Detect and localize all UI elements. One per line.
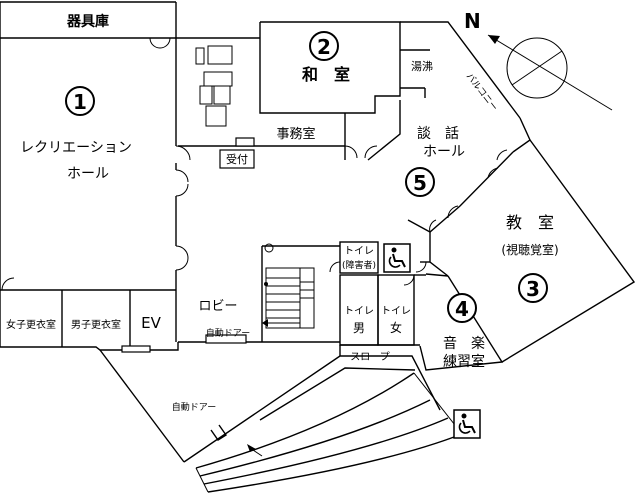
music-room-label-2: 練習室 — [443, 353, 485, 370]
reception-label: 受付 — [226, 153, 248, 166]
classroom-label: 教 室 — [506, 213, 554, 232]
room-number-4: 4 — [447, 293, 477, 323]
auto-door-inner-label: 自動ドアー — [206, 327, 250, 339]
wheelchair-icon — [453, 409, 481, 439]
svg-text:1: 1 — [73, 90, 87, 114]
dankan-hall-label-2: ホール — [423, 144, 465, 160]
yuwakashi-label: 湯沸 — [411, 60, 433, 73]
outdoor-ramp — [195, 372, 463, 493]
compass-north-label: N — [464, 9, 481, 33]
svg-text:3: 3 — [526, 277, 540, 301]
furniture — [195, 45, 255, 344]
music-room-label: 音 楽 — [443, 335, 485, 352]
north-arrow-icon: N — [464, 9, 613, 111]
door-arcs — [1, 37, 508, 291]
balcony-label: バルコニー — [464, 71, 500, 113]
wheelchair-icon — [383, 243, 411, 273]
recreation-hall-label: レクリエーション — [20, 140, 132, 156]
svg-text:4: 4 — [455, 297, 469, 321]
ev-label: EV — [141, 314, 161, 332]
lobby-label: ロビー — [198, 299, 237, 314]
dankan-hall-label: 談 話 — [417, 125, 459, 142]
classroom-sub-label: (視聴覚室) — [501, 242, 558, 257]
auto-door-outer-label: 自動ドアー — [172, 401, 216, 413]
building-walls — [0, 1, 635, 463]
accessible-toilet-label: トイレ — [344, 246, 374, 257]
recreation-hall-label-2: ホール — [67, 166, 109, 182]
office-label: 事務室 — [276, 126, 315, 142]
mens-toilet-label-2: 男 — [353, 321, 365, 335]
womens-changing-label: 女子更衣室 — [6, 318, 56, 331]
room-number-5: 5 — [405, 167, 435, 197]
svg-text:2: 2 — [317, 35, 331, 59]
womens-toilet-label: トイレ — [381, 306, 411, 317]
svg-text:5: 5 — [413, 171, 427, 195]
accessible-toilet-label-2: (障害者) — [342, 259, 376, 271]
room-number-1: 1 — [65, 86, 95, 116]
mens-changing-label: 男子更衣室 — [71, 318, 121, 331]
womens-toilet-label-2: 女 — [390, 320, 402, 335]
washitsu-label: 和 室 — [302, 65, 350, 84]
slope-label: スロープ — [350, 351, 389, 363]
room-number-2: 2 — [309, 31, 339, 61]
room-number-3: 3 — [518, 273, 548, 303]
storage-label: 器具庫 — [66, 13, 109, 30]
staircase — [262, 243, 315, 329]
mens-toilet-label: トイレ — [344, 306, 374, 317]
